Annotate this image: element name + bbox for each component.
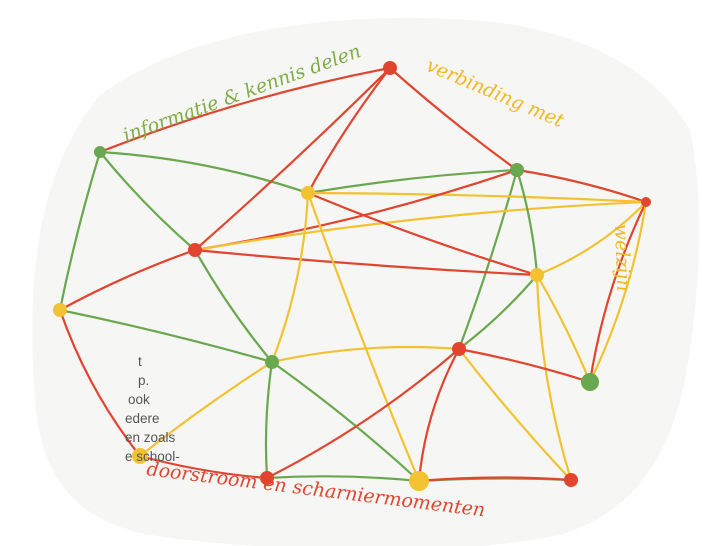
- partial-body-text: t p. ook edere en zoals e school-: [0, 352, 160, 466]
- node-n5: [641, 197, 651, 207]
- text-line: en zoals: [0, 428, 160, 447]
- node-n9: [265, 355, 279, 369]
- node-n10: [452, 342, 466, 356]
- node-n2: [383, 61, 397, 75]
- text-line: e school-: [0, 447, 160, 466]
- node-n3: [301, 186, 315, 200]
- label-welzijn: welzijn: [610, 223, 634, 292]
- text-line: edere: [0, 409, 160, 428]
- background-blob: [32, 18, 699, 546]
- node-n7: [53, 303, 67, 317]
- text-line: ook: [0, 390, 160, 409]
- node-n14: [409, 471, 429, 491]
- text-line: t: [0, 352, 160, 371]
- node-n6: [188, 243, 202, 257]
- text-line: p.: [0, 371, 160, 390]
- node-n8: [530, 268, 544, 282]
- node-n4: [510, 163, 524, 177]
- node-n1: [94, 146, 106, 158]
- node-n15: [564, 473, 578, 487]
- node-n11: [581, 373, 599, 391]
